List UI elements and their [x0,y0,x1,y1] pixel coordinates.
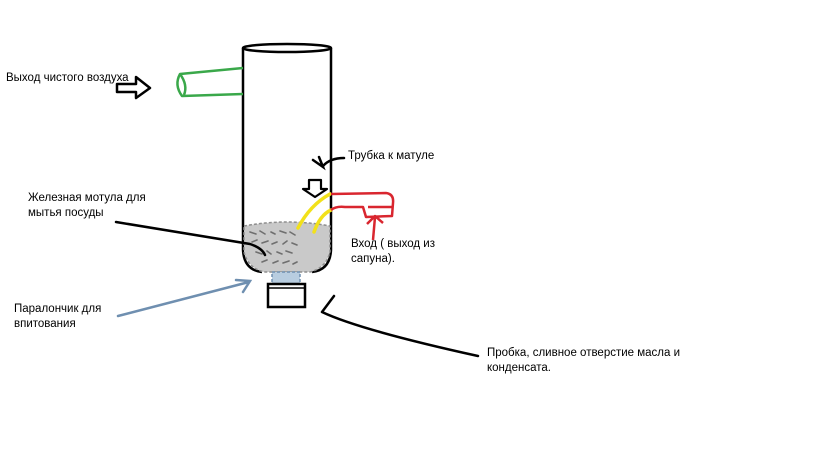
inlet-pipe [330,191,395,241]
foam-label-line2: впитования [14,318,76,330]
tube-label: Трубка к матуле [348,150,435,162]
inlet-label-line2: сапуна). [351,253,395,265]
inner-tube [296,192,333,234]
steel-mesh-label-line1: Железная мотула для [28,192,146,204]
drain-plug-label: Пробка, сливное отверстие масла и конден… [487,346,680,376]
inlet-label: Вход ( выход из сапуна). [351,237,435,267]
outlet-pipe [176,66,244,98]
bottle [241,42,333,274]
plug-leader [320,294,480,358]
drain-plug-label-line1: Пробка, сливное отверстие масла и [487,347,681,359]
inlet-label-line1: Вход ( выход из [351,238,435,250]
clean-air-outlet-label: Выход чистого воздуха [6,72,129,84]
steel-mesh [243,221,331,273]
outlet-arrow-icon [115,75,152,100]
foam-label: Паралончик для впитования [14,302,101,332]
foam-leader [116,278,253,318]
steel-mesh-label: Железная мотула для мытья посуды [28,191,146,221]
drain-plug-label-line2: конденсата. [487,362,551,374]
mesh-leader [114,220,267,257]
bottle-neck [266,271,307,309]
foam-label-line1: Паралончик для [14,303,102,315]
tube-down-arrow-icon [301,178,329,199]
steel-mesh-label-line2: мытья посуды [28,207,104,219]
tube-leader [311,155,346,171]
